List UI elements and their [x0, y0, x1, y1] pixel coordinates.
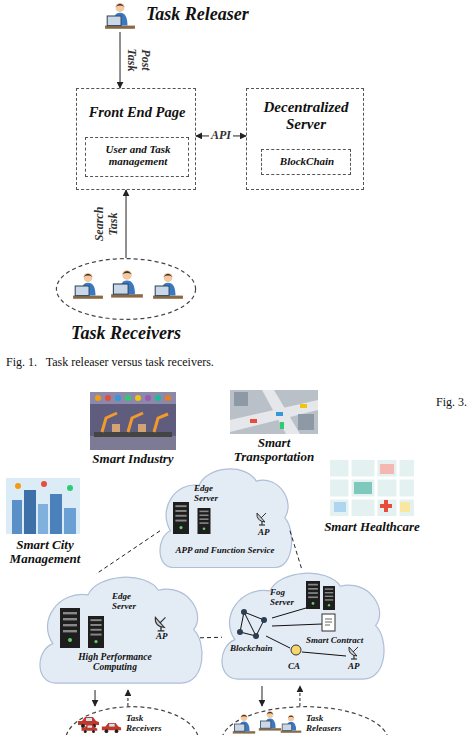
outline	[160, 469, 292, 568]
edge-label: API	[209, 129, 233, 143]
node-text: Smart Healthcare	[324, 520, 420, 534]
connector	[261, 686, 262, 706]
node-text: Smart Industry	[82, 452, 184, 466]
figure-caption: Fig. 1. Task releaser versus task receiv…	[6, 356, 214, 369]
transport-picture	[230, 390, 318, 434]
outline	[222, 707, 389, 735]
receiver-icons	[73, 270, 183, 299]
connector	[127, 690, 128, 706]
connector	[200, 637, 222, 639]
outline	[56, 259, 195, 320]
node-text: High Performance Computing	[60, 652, 170, 673]
dashed-box: Decentralized ServerBlockChain	[246, 88, 364, 190]
node-text: Edge Server	[194, 484, 228, 504]
dashed-box: Front End PageUser and Task management	[76, 88, 196, 190]
cloud-node: Edge ServerHigh Performance Computing AP	[40, 574, 200, 690]
node-text: Decentralized Server	[247, 99, 365, 132]
node-text: Smart Contract	[306, 636, 380, 646]
releaser-icon	[105, 3, 135, 29]
outline	[65, 707, 198, 735]
node-text: AP	[156, 632, 176, 642]
node-text: Task Releaser	[146, 5, 346, 25]
cloud-node: Fog ServerBlockchain Smart ContractCA AP	[222, 570, 382, 686]
group-ellipse: Task Receivers	[64, 706, 200, 735]
vehicles	[78, 717, 121, 733]
edge-label: Post Task	[124, 41, 152, 79]
ellipse-outline	[55, 258, 197, 320]
healthcare-picture	[330, 460, 414, 516]
cloud-node: Edge ServerAPP and Function Service AP	[160, 466, 290, 574]
dashed-box: User and Task management	[85, 137, 189, 177]
city-picture	[6, 478, 80, 534]
icon-node: Smart Healthcare	[324, 460, 420, 552]
node-text: Blockchain	[230, 644, 290, 654]
node-text: Smart Transportation	[226, 436, 322, 465]
node-text: AP	[348, 662, 368, 672]
releaser-people	[233, 711, 301, 733]
connector	[299, 686, 300, 706]
icon-node: Smart City Management	[2, 478, 88, 570]
node-text: AP	[258, 528, 278, 538]
node-text: APP and Function Service	[168, 546, 282, 556]
connector	[196, 135, 246, 136]
node-text: Task Receivers	[126, 714, 170, 734]
group-ellipse: Task Releasers	[220, 706, 390, 735]
connector	[126, 190, 127, 258]
node-text: User and Task management	[88, 143, 188, 167]
icon-node: Task Releaser	[100, 0, 350, 32]
outline	[222, 573, 384, 679]
node-text: Front End Page	[77, 105, 197, 121]
cloud-icons	[60, 502, 358, 659]
node-text: Fog Server	[270, 588, 304, 608]
connector	[120, 32, 121, 88]
node-text: Task Releasers	[306, 714, 358, 734]
node-text: Task Receivers	[45, 324, 207, 344]
edge-label: Search Task	[93, 200, 121, 248]
icon-node: Smart Industry	[82, 392, 184, 472]
group-ellipse: Task Receivers	[55, 258, 197, 320]
outline	[40, 577, 202, 683]
node-text: Edge Server	[112, 592, 146, 612]
node-text: Smart City Management	[2, 538, 88, 567]
node-text: CA	[288, 662, 308, 672]
ellipse-outline	[220, 706, 390, 735]
icon-node: Smart Transportation	[226, 390, 322, 466]
connector	[95, 690, 96, 706]
connector	[290, 531, 302, 570]
industry-picture	[90, 392, 176, 450]
cloud-outline	[160, 466, 290, 574]
dashed-box: BlockChain	[261, 149, 351, 175]
figure-number: Fig. 3.	[436, 396, 467, 409]
connector	[96, 531, 160, 574]
node-text: BlockChain	[262, 155, 352, 167]
